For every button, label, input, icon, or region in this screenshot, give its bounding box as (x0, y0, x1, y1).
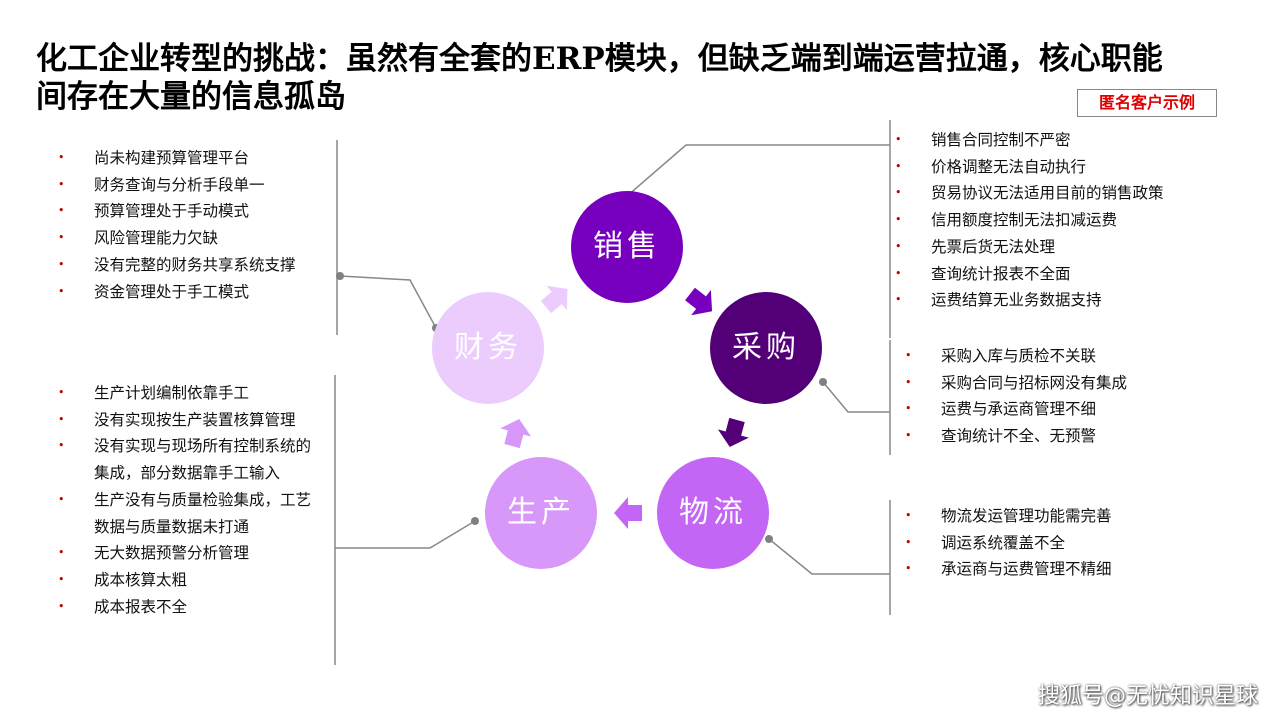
list-item: 无大数据预警分析管理 (58, 540, 323, 567)
list-item: 运费结算无业务数据支持 (895, 287, 1195, 314)
list-item: 成本报表不全 (58, 594, 323, 621)
list-item: 成本核算太粗 (58, 567, 323, 594)
list-item: 销售合同控制不严密 (895, 127, 1195, 154)
node-logistics: 物流 (657, 457, 769, 569)
list-item: 采购合同与招标网没有集成 (905, 370, 1235, 397)
list-item: 调运系统覆盖不全 (905, 530, 1235, 557)
watermark: 搜狐号@无忧知识星球 (1037, 684, 1258, 709)
production-connector (335, 520, 476, 549)
list-item: 信用额度控制无法扣减运费 (895, 207, 1195, 234)
list-item: 预算管理处于手动模式 (58, 198, 323, 225)
list-item: 没有实现按生产装置核算管理 (58, 407, 323, 434)
page-title: 化工企业转型的挑战：虽然有全套的ERP模块，但缺乏端到端运营拉通，核心职能间存在… (36, 41, 1163, 115)
logistics-connector (768, 538, 890, 575)
list-item: 先票后货无法处理 (895, 234, 1195, 261)
arrow-sales-to-purchase (685, 287, 713, 316)
arrow-production-to-finance (500, 418, 532, 449)
list-item: 贸易协议无法适用目前的销售政策 (895, 180, 1195, 207)
list-item: 查询统计报表不全面 (895, 261, 1195, 288)
production-issues-list: 生产计划编制依靠手工 没有实现按生产装置核算管理 没有实现与现场所有控制系统的集… (58, 380, 323, 620)
list-item: 没有完整的财务共享系统支撑 (58, 252, 323, 279)
finance-connector (339, 275, 437, 329)
list-item: 采购入库与质检不关联 (905, 343, 1235, 370)
purchase-issues-list: 采购入库与质检不关联 采购合同与招标网没有集成 运费与承运商管理不细 查询统计不… (905, 343, 1235, 450)
logistics-issues-list: 物流发运管理功能需完善 调运系统覆盖不全 承运商与运费管理不精细 (905, 503, 1235, 583)
sales-issues-list: 销售合同控制不严密 价格调整无法自动执行 贸易协议无法适用目前的销售政策 信用额… (895, 127, 1195, 314)
list-item: 查询统计不全、无预警 (905, 423, 1235, 450)
arrow-purchase-to-logistics (717, 417, 749, 448)
finance-issues-list: 尚未构建预算管理平台 财务查询与分析手段单一 预算管理处于手动模式 风险管理能力… (58, 145, 323, 305)
node-production: 生产 (485, 457, 597, 569)
list-item: 财务查询与分析手段单一 (58, 172, 323, 199)
purchase-connector (822, 381, 890, 413)
list-item: 尚未构建预算管理平台 (58, 145, 323, 172)
list-item: 生产没有与质量检验集成，工艺数据与质量数据未打通 (58, 487, 323, 540)
anonymous-client-badge: 匿名客户示例 (1077, 89, 1217, 117)
list-item: 承运商与运费管理不精细 (905, 556, 1235, 583)
node-purchase: 采购 (710, 292, 822, 404)
list-item: 运费与承运商管理不细 (905, 396, 1235, 423)
arrow-finance-to-sales (540, 285, 568, 314)
list-item: 没有实现与现场所有控制系统的集成，部分数据靠手工输入 (58, 433, 323, 486)
list-item: 资金管理处于手工模式 (58, 279, 323, 306)
sales-connector (626, 144, 890, 197)
arrow-logistics-to-production (614, 497, 642, 529)
node-finance: 财务 (432, 292, 544, 404)
list-item: 生产计划编制依靠手工 (58, 380, 323, 407)
node-sales: 销售 (571, 191, 683, 303)
list-item: 价格调整无法自动执行 (895, 154, 1195, 181)
list-item: 风险管理能力欠缺 (58, 225, 323, 252)
list-item: 物流发运管理功能需完善 (905, 503, 1235, 530)
